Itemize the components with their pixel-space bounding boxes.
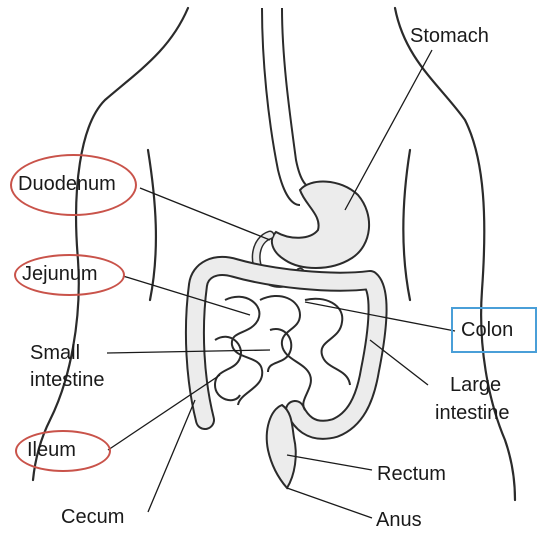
label-anus: Anus [376,508,422,532]
label-large-intestine-1: Large [450,373,501,397]
rectum-organ [267,405,296,488]
label-stomach: Stomach [410,24,489,48]
label-colon: Colon [461,318,513,342]
label-cecum: Cecum [61,505,124,529]
esophagus [262,8,318,205]
label-ileum: Ileum [27,438,76,462]
label-jejunum: Jejunum [22,262,98,286]
label-small-intestine-1: Small [30,341,80,365]
small-intestine-organ [215,296,350,410]
label-rectum: Rectum [377,462,446,486]
label-large-intestine-2: intestine [435,401,510,425]
label-duodenum: Duodenum [18,172,116,196]
label-small-intestine-2: intestine [30,368,105,392]
